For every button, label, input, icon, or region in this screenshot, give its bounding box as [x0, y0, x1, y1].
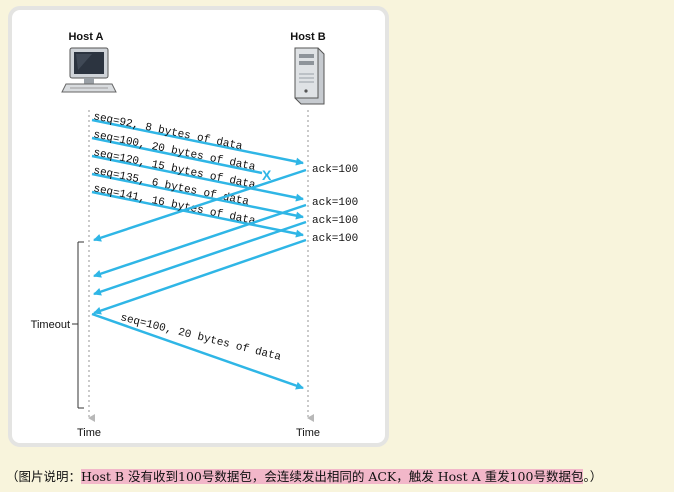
ack-label-4: ack=100 [312, 233, 358, 245]
segment-arrow-3 [91, 154, 304, 202]
server-icon [294, 47, 325, 105]
ack-label-2: ack=100 [312, 197, 358, 209]
retransmit-arrow [91, 312, 304, 390]
ack-arrow-1 [93, 168, 307, 242]
image-caption: （图片说明：Host B 没有收到100号数据包，会连续发出相同的 ACK，触发… [6, 466, 602, 485]
time-label-b: Time [296, 427, 320, 439]
computer-icon [61, 47, 117, 93]
caption-suffix: 。） [583, 469, 603, 484]
segment-arrow-4 [91, 172, 304, 220]
caption-highlight: Host B 没有收到100号数据包，会连续发出相同的 ACK，触发 Host … [81, 469, 584, 484]
lost-segment-x: X [262, 167, 272, 183]
host-a-label: Host A [68, 31, 103, 43]
segment-arrow-2 [91, 136, 263, 175]
ack-arrow-3 [93, 220, 307, 296]
time-label-a: Time [77, 427, 101, 439]
timeout-label: Timeout [31, 319, 70, 331]
timeout-bracket [72, 241, 84, 409]
segment-arrow-5 [91, 190, 304, 238]
ack-arrow-2 [93, 203, 307, 278]
retransmit-label: seq=100, 20 bytes of data [119, 312, 282, 364]
diagram-card [8, 6, 389, 447]
ack-label-1: ack=100 [312, 164, 358, 176]
host-b-label: Host B [290, 31, 326, 43]
ack-arrow-4 [93, 238, 307, 315]
ack-label-3: ack=100 [312, 215, 358, 227]
tcp-fast-retransmit-diagram: Host A Host B Time Time Timeout seq=92, … [31, 31, 359, 439]
segment-arrow-1 [91, 118, 304, 166]
caption-prefix: （图片说明： [6, 469, 82, 484]
